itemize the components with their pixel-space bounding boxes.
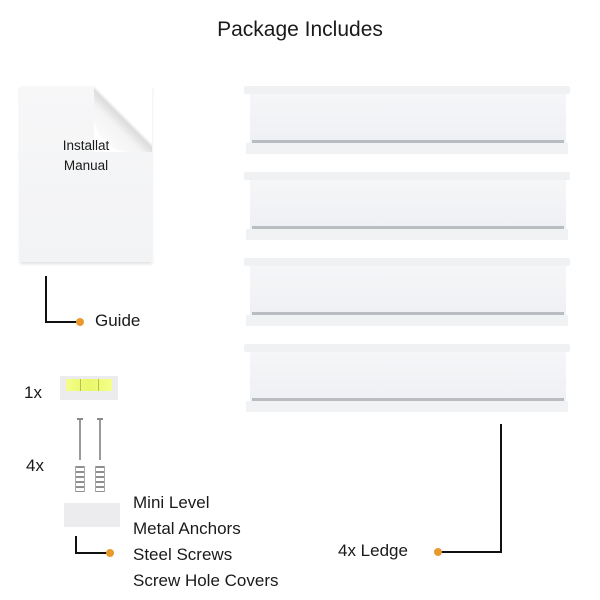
hardware-item-screw-hole-covers: Screw Hole Covers xyxy=(133,571,279,590)
metal-anchor-image-1 xyxy=(75,466,85,492)
ledge-shelf-2 xyxy=(244,172,570,240)
hardware-list: Mini Level Metal Anchors Steel Screws Sc… xyxy=(133,490,279,594)
hardware-connector-horizontal xyxy=(75,552,109,554)
hardware-item-steel-screws: Steel Screws xyxy=(133,545,233,564)
ledge-connector-vertical xyxy=(500,424,502,553)
guide-label: Guide xyxy=(95,311,141,330)
steel-screw-image-2 xyxy=(99,420,101,460)
installation-manual-image: Installat Manual xyxy=(20,86,152,262)
ledge-dot-icon xyxy=(434,548,442,556)
page-title: Package Includes xyxy=(217,18,383,41)
screw-head-icon xyxy=(97,418,103,420)
screw-hole-covers-image xyxy=(64,503,120,527)
mini-level-image xyxy=(60,376,118,400)
hardware-item-mini-level: Mini Level xyxy=(133,493,210,512)
ledge-shelf-4 xyxy=(244,344,570,412)
manual-line-2: Manual xyxy=(63,158,109,173)
ledge-shelf-3 xyxy=(244,258,570,326)
ledge-shelf-1 xyxy=(244,86,570,154)
steel-screw-image-1 xyxy=(79,420,81,460)
hardware-dot-icon xyxy=(106,549,114,557)
manual-cover-text: Installat Manual xyxy=(20,136,152,176)
level-quantity: 1x xyxy=(24,383,42,402)
guide-connector-horizontal xyxy=(45,321,79,323)
ledge-connector-horizontal xyxy=(440,551,502,553)
hardware-item-metal-anchors: Metal Anchors xyxy=(133,519,241,538)
guide-connector-vertical xyxy=(45,276,47,322)
ledge-label: 4x Ledge xyxy=(338,541,408,560)
guide-dot-icon xyxy=(76,318,84,326)
manual-line-1: Installat xyxy=(62,138,110,153)
page-curl-icon xyxy=(94,86,152,152)
screw-head-icon xyxy=(77,418,83,420)
hardware-connector-vertical xyxy=(75,536,77,554)
metal-anchor-image-2 xyxy=(95,466,105,492)
hardware-quantity: 4x xyxy=(26,456,44,475)
